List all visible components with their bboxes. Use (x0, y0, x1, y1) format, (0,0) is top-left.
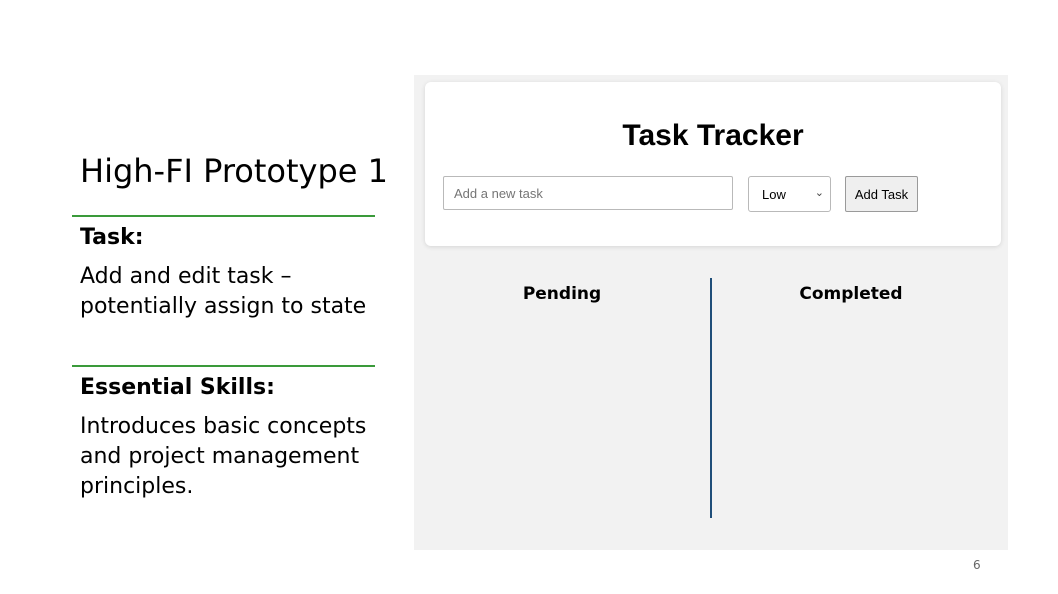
task-heading: Task: (80, 225, 144, 250)
pending-column-heading: Pending (522, 284, 602, 304)
title-divider (72, 215, 375, 217)
new-task-input[interactable] (443, 176, 733, 210)
skills-divider (72, 365, 375, 367)
completed-column-heading: Completed (799, 284, 903, 304)
chevron-down-icon: ⌄ (814, 187, 824, 199)
skills-heading: Essential Skills: (80, 375, 275, 400)
page-number: 6 (973, 558, 981, 572)
skills-description: Introduces basic concepts and project ma… (80, 414, 367, 499)
app-title: Task Tracker (622, 119, 804, 152)
priority-select[interactable]: Low ⌄ (748, 176, 831, 212)
column-divider (710, 278, 712, 518)
task-description: Add and edit task – potentially assign t… (80, 264, 367, 319)
app-header-card: Task Tracker Low ⌄ Add Task (425, 82, 1001, 246)
add-task-button[interactable]: Add Task (845, 176, 918, 212)
priority-selected-value: Low (762, 187, 786, 202)
slide-title: High-FI Prototype 1 (80, 152, 389, 190)
